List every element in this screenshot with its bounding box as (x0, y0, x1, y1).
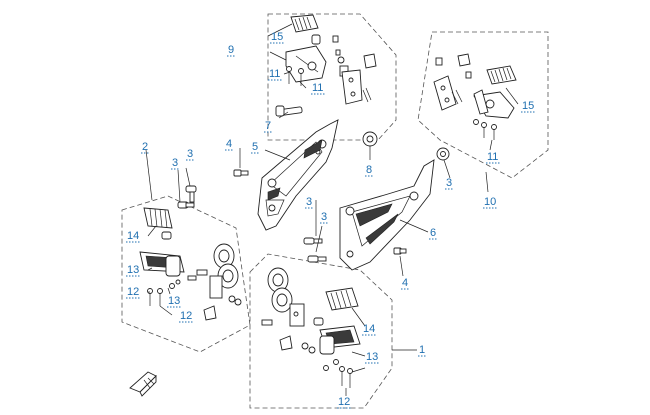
callout-11-c: 11 (486, 151, 500, 164)
footpeg-bracket-9 (285, 45, 327, 83)
footpeg-assembly-9 (275, 14, 378, 147)
svg-text:15: 15 (271, 31, 283, 43)
bolts-3-centre (303, 237, 327, 263)
mounting-plate-9 (341, 53, 377, 105)
callout-6: 6 (429, 227, 437, 240)
callout-11-a: 11 (268, 68, 282, 81)
fasteners-1 (323, 359, 353, 388)
svg-text:13: 13 (366, 351, 378, 363)
callout-3-left-a: 3 (171, 157, 179, 170)
svg-text:3: 3 (446, 177, 452, 189)
spacers-2 (196, 243, 242, 321)
svg-text:14: 14 (363, 323, 375, 335)
nut-8 (362, 131, 378, 147)
fasteners-2 (147, 275, 197, 306)
footpeg-bracket-1 (319, 325, 361, 355)
callout-3-left-b: 3 (186, 148, 194, 161)
callout-11-b: 11 (311, 82, 325, 95)
callout-3-centre-a: 3 (305, 196, 313, 209)
mounting-plate-10 (433, 75, 463, 111)
svg-text:3: 3 (172, 157, 178, 169)
callout-13-b: 13 (167, 295, 181, 308)
svg-text:10: 10 (484, 196, 496, 208)
bolts-3-left (177, 185, 197, 209)
callout-12-a: 12 (126, 286, 140, 299)
footpeg-assembly-10 (433, 53, 517, 161)
svg-text:11: 11 (269, 68, 280, 80)
svg-text:4: 4 (402, 277, 408, 289)
svg-text:13: 13 (127, 264, 139, 276)
footpeg-bracket-2 (139, 251, 185, 277)
callout-4-lower: 4 (401, 277, 409, 290)
svg-text:6: 6 (430, 227, 436, 239)
rider-footpeg-bracket-6 (339, 159, 435, 271)
svg-text:13: 13 (168, 295, 180, 307)
callout-5: 5 (251, 141, 259, 154)
footpeg-rubber-14-left (143, 207, 173, 240)
rider-footpeg-bracket-5 (257, 119, 339, 231)
assembly-box-2 (121, 195, 251, 353)
footpeg-rubber-14-bottom (313, 287, 359, 326)
svg-text:5: 5 (252, 141, 258, 153)
svg-text:2: 2 (142, 141, 148, 153)
callout-9: 9 (227, 44, 235, 57)
bolt-4-upper (233, 169, 249, 177)
svg-text:12: 12 (180, 310, 192, 322)
leader-lines (145, 23, 519, 396)
svg-text:12: 12 (338, 396, 350, 408)
svg-text:11: 11 (312, 82, 323, 94)
fasteners-10 (435, 53, 497, 161)
fasteners-9 (286, 35, 349, 86)
footpeg-assembly-2 (139, 185, 242, 321)
callout-3-right: 3 (445, 177, 453, 190)
assembly-box-9 (267, 13, 397, 141)
callout-15-b: 15 (521, 100, 535, 113)
footpeg-rubber-15-top (290, 14, 321, 45)
svg-text:8: 8 (366, 164, 372, 176)
bolt-4-lower (393, 247, 407, 255)
callout-4-upper: 4 (225, 138, 233, 151)
svg-text:1: 1 (419, 344, 425, 356)
footpeg-bracket-10 (473, 89, 515, 119)
svg-text:12: 12 (127, 286, 139, 298)
callout-2: 2 (141, 141, 149, 154)
callout-12-b: 12 (179, 310, 193, 323)
svg-text:14: 14 (127, 230, 139, 242)
callout-labels: 1 2 3 3 3 3 3 4 4 5 6 7 8 9 10 11 11 11 … (126, 31, 535, 409)
svg-text:3: 3 (306, 196, 312, 208)
callout-7: 7 (264, 120, 272, 133)
svg-text:11: 11 (487, 151, 498, 163)
svg-text:4: 4 (226, 138, 232, 150)
assembly-box-1 (249, 253, 393, 409)
callout-10: 10 (483, 196, 497, 209)
svg-text:3: 3 (321, 211, 327, 223)
callout-14-b: 14 (362, 323, 376, 336)
callout-15-a: 15 (270, 31, 284, 44)
callout-12-c: 12 (337, 396, 351, 409)
callout-13-c: 13 (365, 351, 379, 364)
footpeg-rubber-15-right (486, 65, 517, 85)
bolt-7 (275, 105, 303, 117)
callout-13-a: 13 (126, 264, 140, 277)
assembly-box-10 (417, 31, 549, 179)
svg-text:7: 7 (265, 120, 271, 132)
front-direction-icon (129, 371, 157, 397)
callout-3-centre-b: 3 (320, 211, 328, 224)
svg-text:3: 3 (187, 148, 193, 160)
callout-14-a: 14 (126, 230, 140, 243)
callout-1: 1 (418, 344, 426, 357)
footpeg-assembly-1 (261, 237, 361, 388)
svg-text:15: 15 (522, 100, 534, 112)
spacers-1 (261, 267, 316, 354)
svg-text:9: 9 (228, 44, 234, 56)
callout-8: 8 (365, 164, 373, 177)
